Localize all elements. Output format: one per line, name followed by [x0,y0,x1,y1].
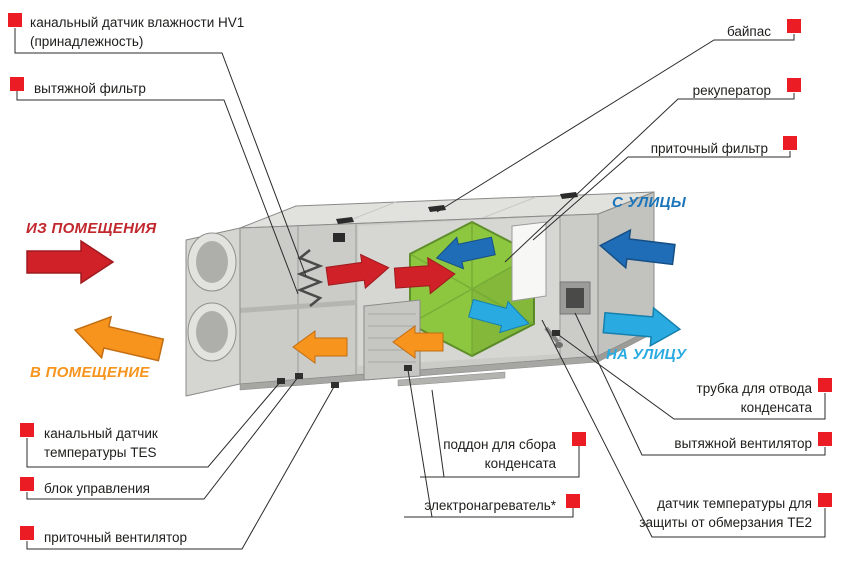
flow-label-to-street: НА УЛИЦУ [606,346,687,363]
port-top-inner [196,241,228,283]
callout-line-heater [404,369,574,518]
flow-arrow-to-room [73,315,165,362]
callout-line-exhaust-fan [574,312,826,456]
label-text: защиты от обмерзания TE2 [639,515,812,530]
label-text: байпас [726,24,771,39]
label-text: температуры TES [44,445,157,460]
callout-marker-drain-pan [572,432,586,446]
bypass-damper-handle [428,205,446,212]
callout-marker-exhaust-filter [10,77,24,91]
callout-marker-supply-fan [20,526,34,540]
flow-arrow-to-street [602,306,682,348]
label-text: датчик температуры для [657,496,812,511]
callout-marker-supply-filter [783,136,797,150]
label-control-unit: блок управления [44,479,150,498]
label-exhaust-fan: вытяжной вентилятор [674,434,812,453]
drain-pan [397,371,506,387]
callout-marker-heater [566,494,580,508]
label-text: (принадлежность) [30,34,144,49]
label-text: вытяжной фильтр [34,81,146,96]
callout-marker-condensate-tube [818,378,832,392]
label-exhaust-filter: вытяжной фильтр [34,79,146,98]
callout-marker-control-unit [20,477,34,491]
label-tes-sensor: канальный датчик температуры TES [44,424,158,462]
interior-shelf [240,300,356,313]
callout-line-drain-pan [420,389,580,478]
condensate-tube-end [555,342,563,348]
flow-arrow-from-room [26,239,115,285]
label-text: рекуператор [692,83,771,98]
flow-label-from-room: ИЗ ПОМЕЩЕНИЯ [26,220,157,237]
callout-marker-te2 [818,493,832,507]
callout-line-supply-fan [26,384,336,550]
callout-line-exhaust-filter [16,91,299,295]
label-bypass: байпас [727,22,771,41]
label-text: блок управления [44,481,150,496]
callout-line-control-unit [26,375,300,500]
callout-marker-hv1 [8,13,22,27]
callout-line-bypass [436,34,795,213]
callout-line-supply-filter [532,151,791,241]
label-text: конденсата [484,456,556,471]
label-te2-sensor: датчик температуры для защиты от обмерза… [639,494,812,532]
callout-marker-recuperator [787,78,801,92]
callout-marker-bypass [787,19,801,33]
label-drain-pan: поддон для сбора конденсата [443,435,556,473]
label-text: приточный фильтр [650,141,768,156]
flow-arrow-extract-inside-1 [325,253,390,290]
label-condensate-tube: трубка для отвода конденсата [697,379,812,417]
label-supply-fan: приточный вентилятор [44,528,187,547]
flow-arrow-supply-inside-2 [392,325,444,359]
label-text: конденсата [740,400,812,415]
flow-label-to-room: В ПОМЕЩЕНИЕ [30,364,150,381]
label-text: приточный вентилятор [44,530,188,545]
label-text: поддон для сбора [443,437,556,452]
flow-arrow-exhaust-inside [468,298,530,334]
label-recuperator: рекуператор [693,81,771,100]
port-bottom-inner [196,311,228,353]
label-heater: электронагреватель* [424,496,556,515]
flow-arrow-supply-inside-1 [292,330,348,364]
label-humidity-sensor-hv1: канальный датчик влажности HV1 (принадле… [30,13,244,51]
callout-line-hv1 [14,28,307,277]
label-text: вытяжной вентилятор [674,436,812,451]
label-supply-filter: приточный фильтр [651,139,768,158]
top-face-ridge [479,196,537,220]
exhaust-filter-pleats [296,249,324,307]
humidity-sensor-hv1 [333,233,345,242]
electric-heater [363,299,421,381]
flow-arrow-extract-inside-2 [393,256,456,295]
supply-filter-panel [511,221,547,302]
component-dot [404,365,412,371]
callout-line-recuperator [504,93,795,263]
exhaust-fan-core [566,288,584,308]
flow-label-from-street: С УЛИЦЫ [612,194,687,211]
callout-line-te2 [541,319,826,538]
label-text: канальный датчик влажности HV1 [30,15,245,30]
label-text: электронагреватель* [424,498,556,513]
callout-line-condensate-tube [555,332,826,420]
electric-heater-fins [368,313,416,363]
callout-marker-tes [20,423,34,437]
label-text: трубка для отвода [696,381,812,396]
label-text: канальный датчик [44,426,158,441]
damper-handle [336,217,354,224]
callout-marker-exhaust-fan [818,432,832,446]
flow-arrow-intake-inside [435,236,496,270]
callout-line-tes [26,380,282,468]
flow-arrow-from-street [598,228,676,270]
